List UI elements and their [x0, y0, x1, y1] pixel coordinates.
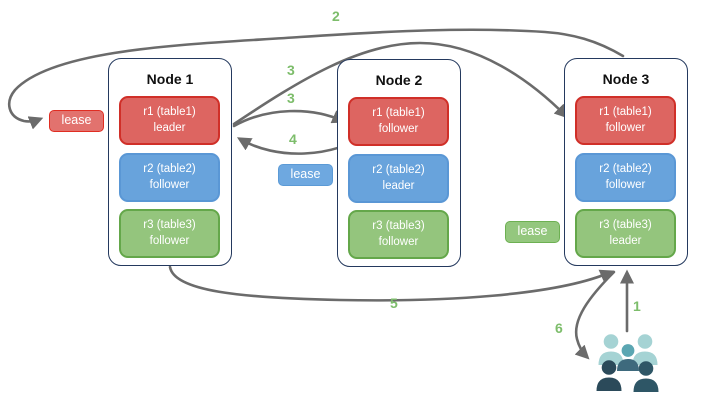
arrow-step-5-node1-to-node3	[168, 265, 615, 302]
replica-name: r3 (table3)	[372, 220, 425, 233]
step-label-3a: 3	[287, 62, 295, 78]
lease-tag-red: lease	[49, 110, 104, 132]
replica-role: follower	[149, 178, 190, 191]
arrow-step-2-node3-to-red-lease	[7, 28, 625, 130]
replica-role: follower	[378, 235, 419, 248]
step-label-5: 5	[390, 295, 398, 311]
node-3-replica-r1: r1 (table1) follower	[575, 96, 676, 145]
users-icon	[596, 334, 659, 392]
node-2-title: Node 2	[375, 72, 423, 88]
replica-name: r3 (table3)	[599, 219, 652, 232]
step-label-1: 1	[633, 298, 641, 314]
step-label-3b: 3	[287, 90, 295, 106]
lease-tag-blue: lease	[278, 164, 333, 186]
arrow-step-3-node1-to-node2	[232, 109, 347, 128]
node-2-replica-r1: r1 (table1) follower	[348, 97, 449, 146]
replica-name: r1 (table1)	[372, 107, 425, 120]
step-label-2: 2	[332, 8, 340, 24]
lease-tag-green: lease	[505, 221, 560, 243]
step-label-6: 6	[555, 320, 563, 336]
node-3-panel: Node 3 r1 (table1) follower r2 (table2) …	[564, 58, 688, 266]
replica-name: r2 (table2)	[599, 163, 652, 176]
node-3-replica-r2: r2 (table2) follower	[575, 153, 676, 202]
node-1-panel: Node 1 r1 (table1) leader r2 (table2) fo…	[108, 58, 232, 266]
replica-role: follower	[605, 121, 646, 134]
replica-name: r2 (table2)	[372, 164, 425, 177]
replica-role: follower	[378, 122, 419, 135]
replica-name: r1 (table1)	[143, 106, 196, 119]
node-1-replica-r3: r3 (table3) follower	[119, 209, 220, 258]
step-label-4: 4	[289, 131, 297, 147]
node-1-replica-r2: r2 (table2) follower	[119, 153, 220, 202]
replica-role: leader	[609, 234, 642, 247]
node-1-replica-r1: r1 (table1) leader	[119, 96, 220, 145]
node-3-replica-r3: r3 (table3) leader	[575, 209, 676, 258]
replica-name: r3 (table3)	[143, 219, 196, 232]
replica-role: leader	[382, 179, 415, 192]
replica-name: r1 (table1)	[599, 106, 652, 119]
node-1-title: Node 1	[146, 71, 194, 87]
node-3-title: Node 3	[602, 71, 650, 87]
replica-role: follower	[149, 234, 190, 247]
node-2-panel: Node 2 r1 (table1) follower r2 (table2) …	[337, 59, 461, 267]
node-2-replica-r2: r2 (table2) leader	[348, 154, 449, 203]
replica-name: r2 (table2)	[143, 163, 196, 176]
replica-role: leader	[153, 121, 186, 134]
arrow-step-6-node3-to-users	[574, 270, 616, 360]
node-2-replica-r3: r3 (table3) follower	[348, 210, 449, 259]
arrow-step-3-node1-to-node3	[232, 41, 569, 126]
replica-role: follower	[605, 178, 646, 191]
